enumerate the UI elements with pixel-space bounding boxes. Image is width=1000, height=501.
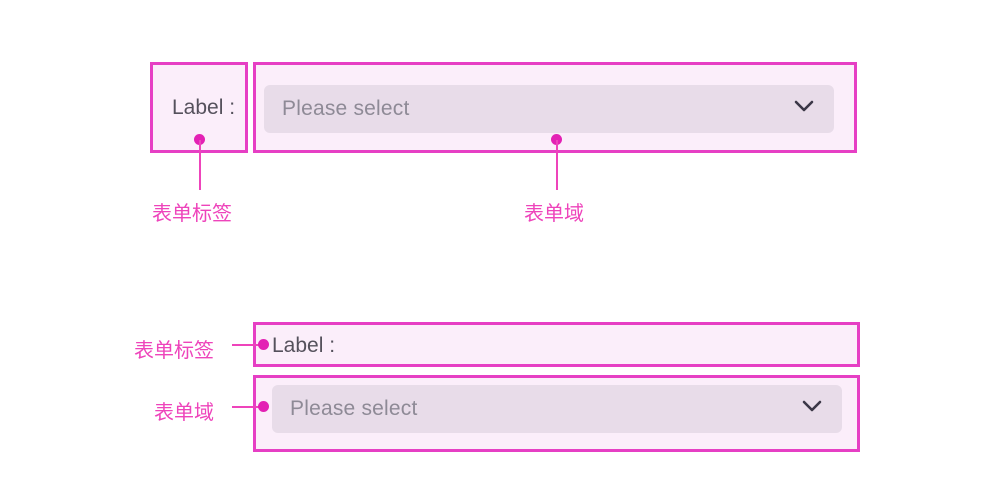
horizontal-label-callout-leader	[199, 140, 201, 190]
horizontal-select-placeholder: Please select	[282, 97, 410, 120]
vertical-field-callout-text: 表单域	[154, 400, 214, 424]
horizontal-select-control[interactable]: Please select	[264, 85, 834, 133]
vertical-field-callout-leader	[232, 406, 260, 408]
chevron-down-icon[interactable]	[802, 400, 822, 418]
vertical-label-callout-leader	[232, 344, 260, 346]
vertical-select-control[interactable]: Please select	[272, 385, 842, 433]
horizontal-field-callout-leader	[556, 140, 558, 190]
vertical-label-text: Label :	[272, 334, 336, 357]
horizontal-label-callout-dot	[194, 134, 205, 145]
horizontal-field-callout-text: 表单域	[524, 201, 584, 225]
horizontal-label-text: Label :	[172, 96, 236, 119]
chevron-down-icon[interactable]	[794, 100, 814, 118]
horizontal-field-callout-dot	[551, 134, 562, 145]
vertical-label-callout-text: 表单标签	[134, 338, 214, 362]
vertical-label-region	[253, 322, 860, 367]
vertical-select-placeholder: Please select	[290, 397, 418, 420]
horizontal-label-callout-text: 表单标签	[152, 201, 232, 225]
vertical-label-callout-dot	[258, 339, 269, 350]
vertical-field-callout-dot	[258, 401, 269, 412]
